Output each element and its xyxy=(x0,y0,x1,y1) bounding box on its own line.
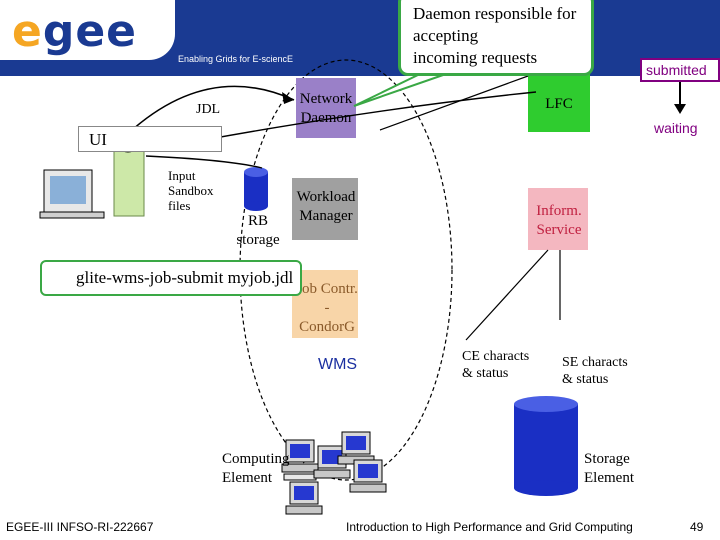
computer-icon xyxy=(349,459,387,493)
lfc-box xyxy=(528,66,590,132)
ce-characts-line: CE characts xyxy=(462,349,530,364)
computer-icon xyxy=(285,481,323,515)
sandbox-curve xyxy=(145,155,263,169)
wms-ellipse xyxy=(239,59,453,481)
computing-element-line: Element xyxy=(222,470,272,486)
page-number: 49 xyxy=(690,520,704,534)
job-contr-label: Job Contr. - CondorG xyxy=(296,281,358,335)
workload-manager-box xyxy=(292,178,358,240)
rb-storage-cylinder xyxy=(244,167,268,211)
lfc-to-ui-line xyxy=(379,75,529,131)
computing-element-label: Computing Element xyxy=(222,450,290,488)
state-submitted: submitted xyxy=(640,58,720,82)
ce-characts-line: & status xyxy=(462,366,509,381)
lfc-label: LFC xyxy=(545,96,573,112)
job-contr-box xyxy=(292,270,358,338)
storage-element-line: Element xyxy=(584,470,634,486)
workload-manager-label: Workload Manager xyxy=(296,189,356,224)
logo-area xyxy=(0,0,175,60)
input-sandbox-line: files xyxy=(168,198,191,213)
storage-element-cylinder xyxy=(514,396,578,496)
input-sandbox-label: Input Sandbox files xyxy=(168,168,214,213)
inform-service-label: Inform. Service xyxy=(536,203,582,238)
computer-icon xyxy=(337,431,375,465)
callout-line: accepting xyxy=(413,26,479,45)
state-waiting: waiting xyxy=(654,120,698,136)
jdl-label: JDL xyxy=(196,102,221,117)
network-daemon-label: Network Daemon xyxy=(299,91,353,126)
header-tagline: Enabling Grids for E-sciencE xyxy=(178,54,294,64)
se-characts-line: SE characts xyxy=(562,355,628,370)
inform-service-box xyxy=(528,188,588,250)
submit-command: glite-wms-job-submit myjob.jdl xyxy=(40,260,302,296)
logo-text-rest: gee xyxy=(42,6,138,57)
computing-element-cluster xyxy=(281,431,387,515)
callout-tail xyxy=(353,73,447,107)
wms-label: WMS xyxy=(318,356,358,373)
input-sandbox-line: Sandbox xyxy=(168,183,214,198)
computing-element-line: Computing xyxy=(222,451,290,467)
footer-title: Introduction to High Performance and Gri… xyxy=(346,520,633,534)
ce-se-line xyxy=(465,249,549,341)
egee-logo: egee xyxy=(12,6,138,57)
callout-line: Daemon responsible for xyxy=(413,4,577,23)
ui-label: UI xyxy=(89,130,107,149)
se-characts-label: SE characts & status xyxy=(562,354,628,388)
computer-icon xyxy=(281,439,319,481)
se-characts-line: & status xyxy=(562,372,609,387)
input-sandbox-line: Input xyxy=(168,168,196,183)
network-daemon-box xyxy=(296,78,356,138)
rb-storage-label: RB storage xyxy=(236,213,280,248)
callout-bubble: Daemon responsible for accepting incomin… xyxy=(398,0,594,76)
ce-characts-label: CE characts & status xyxy=(462,348,529,382)
footer-left: EGEE-III INFSO-RI-222667 xyxy=(6,520,154,534)
storage-element-line: Storage xyxy=(584,451,630,467)
callout-line: incoming requests xyxy=(413,48,538,67)
storage-element-label: Storage Element xyxy=(584,450,634,488)
ui-label-box: UI xyxy=(78,126,222,152)
jdl-arrow xyxy=(131,85,295,131)
